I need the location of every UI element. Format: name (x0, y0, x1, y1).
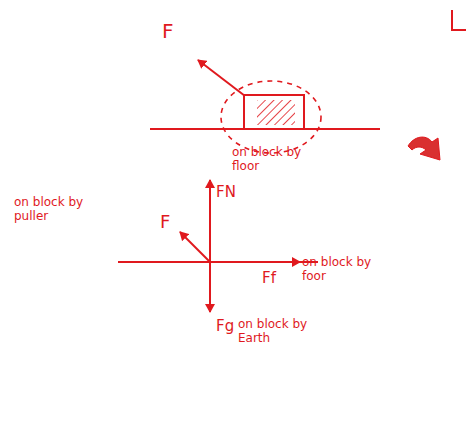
force-description: on block by foor (302, 256, 384, 284)
pull-force-arrow (180, 232, 210, 262)
force-name: FN (216, 184, 236, 201)
force-arrow (198, 60, 245, 96)
force-description: on block by puller (14, 196, 88, 224)
corner-mark (452, 10, 466, 30)
force-name: Ff (262, 270, 276, 287)
system-boundary (221, 81, 321, 153)
force-description: on block by floor (232, 146, 314, 174)
normal-force-arrow (209, 180, 211, 262)
force-description: on block by Earth (238, 318, 318, 346)
pointer-arrow (408, 137, 440, 160)
block-hatching (257, 100, 295, 125)
gravity-arrow (209, 262, 211, 312)
friction-arrow (210, 261, 300, 263)
block (244, 95, 304, 129)
axis-line (118, 261, 210, 263)
force-name: F (160, 212, 170, 233)
force-name: F (162, 20, 174, 43)
force-name: Fg (216, 318, 234, 335)
